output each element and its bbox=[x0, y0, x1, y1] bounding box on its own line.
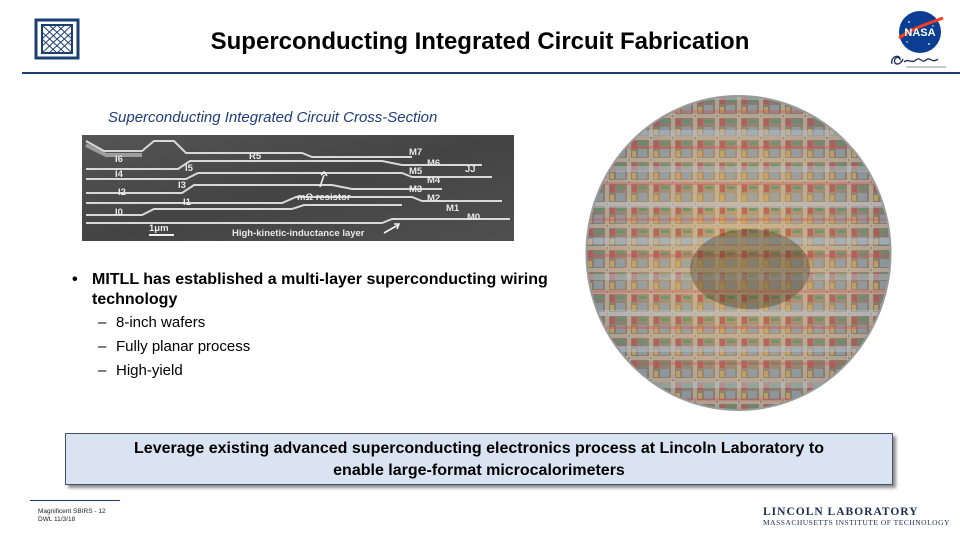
label-m5: M5 bbox=[409, 166, 423, 177]
footer-divider bbox=[30, 500, 120, 501]
label-i1: I1 bbox=[183, 197, 192, 208]
label-m2: M2 bbox=[427, 193, 440, 204]
hki-arrow-icon bbox=[383, 224, 399, 234]
label-i4: I4 bbox=[115, 169, 124, 180]
goddard-logo-icon bbox=[886, 50, 956, 70]
label-m7: M7 bbox=[409, 147, 422, 158]
dash-icon: – bbox=[98, 338, 107, 355]
sub-bullet-3: –High-yield bbox=[98, 362, 183, 379]
footer-right-line-1: LINCOLN LABORATORY bbox=[763, 506, 919, 518]
lincoln-lab-logo-icon bbox=[34, 18, 80, 60]
callout-line-2: enable large-format microcalorimeters bbox=[333, 462, 625, 479]
nasa-meatball-logo-icon: NASA bbox=[893, 8, 947, 56]
label-r5: R5 bbox=[249, 151, 262, 162]
label-scale: 1μm bbox=[149, 223, 169, 234]
footer-left-line-2: DWL 11/3/18 bbox=[38, 516, 76, 523]
sub-bullet-2: –Fully planar process bbox=[98, 338, 250, 355]
cross-section-image: I6 I5 I4 I3 I2 I1 I0 R5 M7 M6 M5 M4 M3 M… bbox=[82, 135, 514, 241]
callout-box: Leverage existing advanced superconducti… bbox=[65, 433, 893, 485]
page-title: Superconducting Integrated Circuit Fabri… bbox=[210, 28, 750, 55]
header-divider bbox=[22, 72, 960, 74]
callout-line-1: Leverage existing advanced superconducti… bbox=[134, 440, 824, 457]
label-m1: M1 bbox=[446, 203, 460, 214]
label-i5: I5 bbox=[185, 163, 194, 174]
footer-left: Magnificent SBIRS - 12 DWL 11/3/18 bbox=[38, 508, 106, 524]
bullet-dot-icon: • bbox=[72, 271, 78, 288]
wafer-photo bbox=[585, 94, 892, 412]
sub-bullet-1: –8-inch wafers bbox=[98, 314, 205, 331]
footer-right-line-2: MASSACHUSETTS INSTITUTE OF TECHNOLOGY bbox=[763, 518, 950, 527]
nasa-logo-text: NASA bbox=[904, 27, 935, 39]
resistor-arrow-icon bbox=[319, 174, 325, 188]
bullet-main-text: MITLL has established a multi-layer supe… bbox=[92, 271, 548, 308]
label-m4: M4 bbox=[427, 175, 441, 186]
sub-bullet-text: High-yield bbox=[116, 362, 183, 379]
footer-left-line-1: Magnificent SBIRS - 12 bbox=[38, 508, 106, 515]
label-m0: M0 bbox=[467, 212, 480, 223]
dash-icon: – bbox=[98, 362, 107, 379]
label-i6: I6 bbox=[115, 154, 123, 165]
label-hki: High-kinetic-inductance layer bbox=[232, 228, 365, 239]
label-i2: I2 bbox=[118, 187, 126, 198]
lincoln-lab-wordmark: LINCOLN LABORATORY MASSACHUSETTS INSTITU… bbox=[763, 506, 950, 527]
sub-bullet-text: 8-inch wafers bbox=[116, 314, 206, 331]
bullet-main: • MITLL has established a multi-layer su… bbox=[72, 270, 562, 310]
label-resistor: mΩ resistor bbox=[297, 192, 351, 203]
label-jj: JJ bbox=[465, 164, 476, 175]
label-i3: I3 bbox=[178, 180, 186, 191]
dash-icon: – bbox=[98, 314, 107, 331]
label-m3: M3 bbox=[409, 184, 422, 195]
label-i0: I0 bbox=[115, 207, 123, 218]
label-m6: M6 bbox=[427, 158, 440, 169]
sub-bullet-text: Fully planar process bbox=[116, 338, 251, 355]
cross-section-caption: Superconducting Integrated Circuit Cross… bbox=[108, 109, 438, 126]
